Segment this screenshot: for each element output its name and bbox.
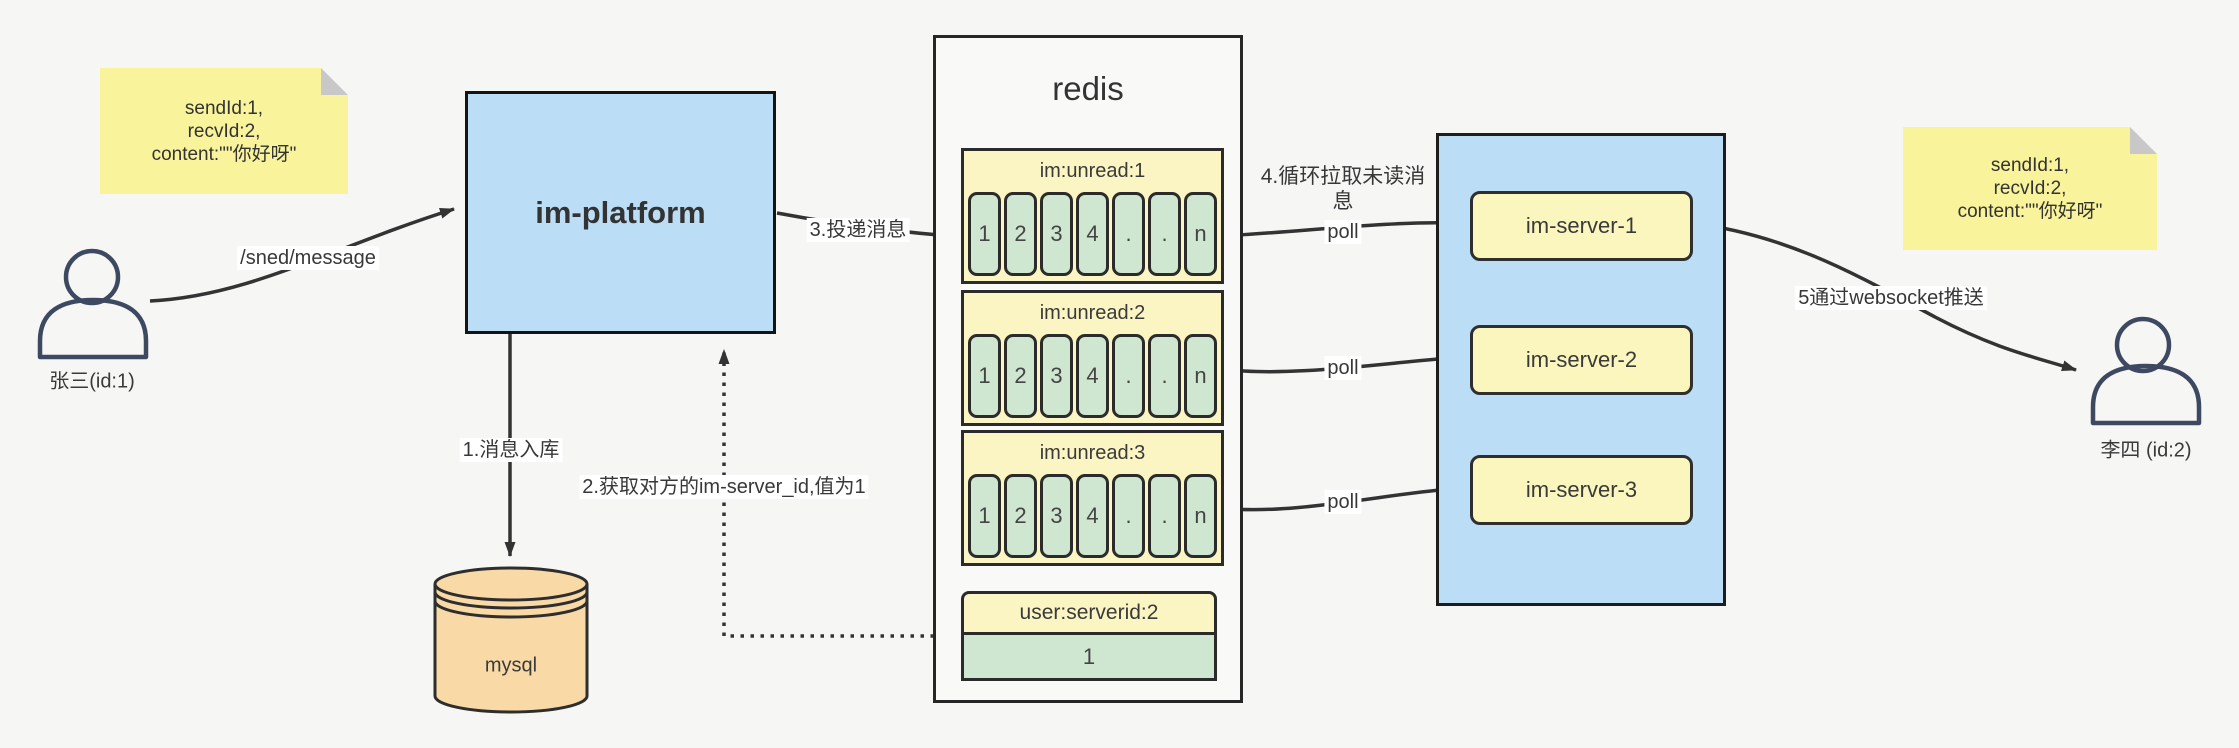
im-server-2-node: im-server-2 xyxy=(1470,325,1693,395)
edge-label-send-message: /sned/message xyxy=(237,246,379,270)
queue-cell: 2 xyxy=(1004,192,1037,276)
edge-label-step2: 2.获取对方的im-server_id,值为1 xyxy=(579,475,869,499)
edge-label-step1: 1.消息入库 xyxy=(459,438,563,462)
note-line: recvId:2, xyxy=(187,120,261,142)
queue-cell: . xyxy=(1112,334,1145,418)
redis-title: redis xyxy=(1052,70,1124,107)
queue-cells: 1 2 3 4 . . n xyxy=(964,334,1221,418)
im-server-cluster: im-server-1 im-server-2 im-server-3 xyxy=(1436,133,1726,606)
redis-container: redis im:unread:1 1 2 3 4 . . n im:unrea… xyxy=(933,35,1243,703)
sender-person-icon xyxy=(37,248,149,360)
queue-cell: 2 xyxy=(1004,474,1037,558)
note-text: sendId:1, recvId:2, content:""你好呀" xyxy=(100,68,348,194)
queue-cell: . xyxy=(1112,474,1145,558)
note-line: content:""你好呀" xyxy=(151,143,297,165)
redis-queue-unread-1: im:unread:1 1 2 3 4 . . n xyxy=(961,148,1224,284)
im-server-3-node: im-server-3 xyxy=(1470,455,1693,525)
queue-cell: n xyxy=(1184,474,1217,558)
receiver-person-icon xyxy=(2090,316,2202,426)
edge-label-step3: 3.投递消息 xyxy=(806,218,910,242)
edge-label-poll-1: poll xyxy=(1324,220,1362,244)
queue-cell: 4 xyxy=(1076,474,1109,558)
edge-label-poll-2: poll xyxy=(1324,356,1362,380)
queue-cell: 1 xyxy=(968,334,1001,418)
edge-get-serverid-dashed xyxy=(718,349,954,638)
queue-header: im:unread:1 xyxy=(1039,160,1146,182)
note-line: sendId:1, xyxy=(1990,155,2070,176)
queue-cell: 3 xyxy=(1040,474,1073,558)
note-line: sendId:1, xyxy=(184,97,264,119)
queue-cell: 4 xyxy=(1076,192,1109,276)
queue-cell: 1 xyxy=(968,192,1001,276)
im-platform-node: im-platform xyxy=(465,91,776,334)
im-server-1-label: im-server-1 xyxy=(1525,213,1638,238)
queue-cell: 2 xyxy=(1004,334,1037,418)
edge-websocket-push xyxy=(1690,221,2077,372)
kv-value: 1 xyxy=(964,635,1214,678)
im-server-1-node: im-server-1 xyxy=(1470,191,1693,261)
kv-header: user:serverid:2 xyxy=(964,594,1214,635)
edge-label-poll-3: poll xyxy=(1324,490,1362,514)
queue-header: im:unread:3 xyxy=(1039,442,1146,464)
queue-cell: n xyxy=(1184,192,1217,276)
queue-cells: 1 2 3 4 . . n xyxy=(964,474,1221,558)
queue-header: im:unread:2 xyxy=(1039,302,1146,324)
queue-cell: 3 xyxy=(1040,192,1073,276)
mysql-label: mysql xyxy=(484,654,538,677)
queue-cell: . xyxy=(1112,192,1145,276)
im-server-2-label: im-server-2 xyxy=(1525,347,1638,372)
sender-label: 张三(id:1) xyxy=(49,370,135,393)
sender-message-note: sendId:1, recvId:2, content:""你好呀" xyxy=(100,68,348,194)
mysql-cylinder-icon xyxy=(433,566,589,714)
queue-cell: 4 xyxy=(1076,334,1109,418)
queue-cell: n xyxy=(1184,334,1217,418)
queue-cell: . xyxy=(1148,192,1181,276)
note-line: recvId:2, xyxy=(1993,178,2067,199)
queue-cells: 1 2 3 4 . . n xyxy=(964,192,1221,276)
queue-cell: . xyxy=(1148,334,1181,418)
note-text: sendId:1, recvId:2, content:""你好呀" xyxy=(1903,127,2157,250)
im-server-3-label: im-server-3 xyxy=(1525,477,1638,502)
receiver-message-note: sendId:1, recvId:2, content:""你好呀" xyxy=(1903,127,2157,250)
queue-cell: 1 xyxy=(968,474,1001,558)
edge-label-step5: 5通过websocket推送 xyxy=(1795,286,1987,310)
receiver-label: 李四 (id:2) xyxy=(2100,439,2192,462)
redis-queue-unread-2: im:unread:2 1 2 3 4 . . n xyxy=(961,290,1224,426)
redis-user-serverid-box: user:serverid:2 1 xyxy=(961,591,1217,681)
note-line: content:""你好呀" xyxy=(1957,201,2103,222)
redis-queue-unread-3: im:unread:3 1 2 3 4 . . n xyxy=(961,430,1224,566)
im-platform-label: im-platform xyxy=(535,194,706,230)
queue-cell: . xyxy=(1148,474,1181,558)
queue-cell: 3 xyxy=(1040,334,1073,418)
edge-label-step4: 4.循环拉取未读消息 xyxy=(1260,165,1426,213)
